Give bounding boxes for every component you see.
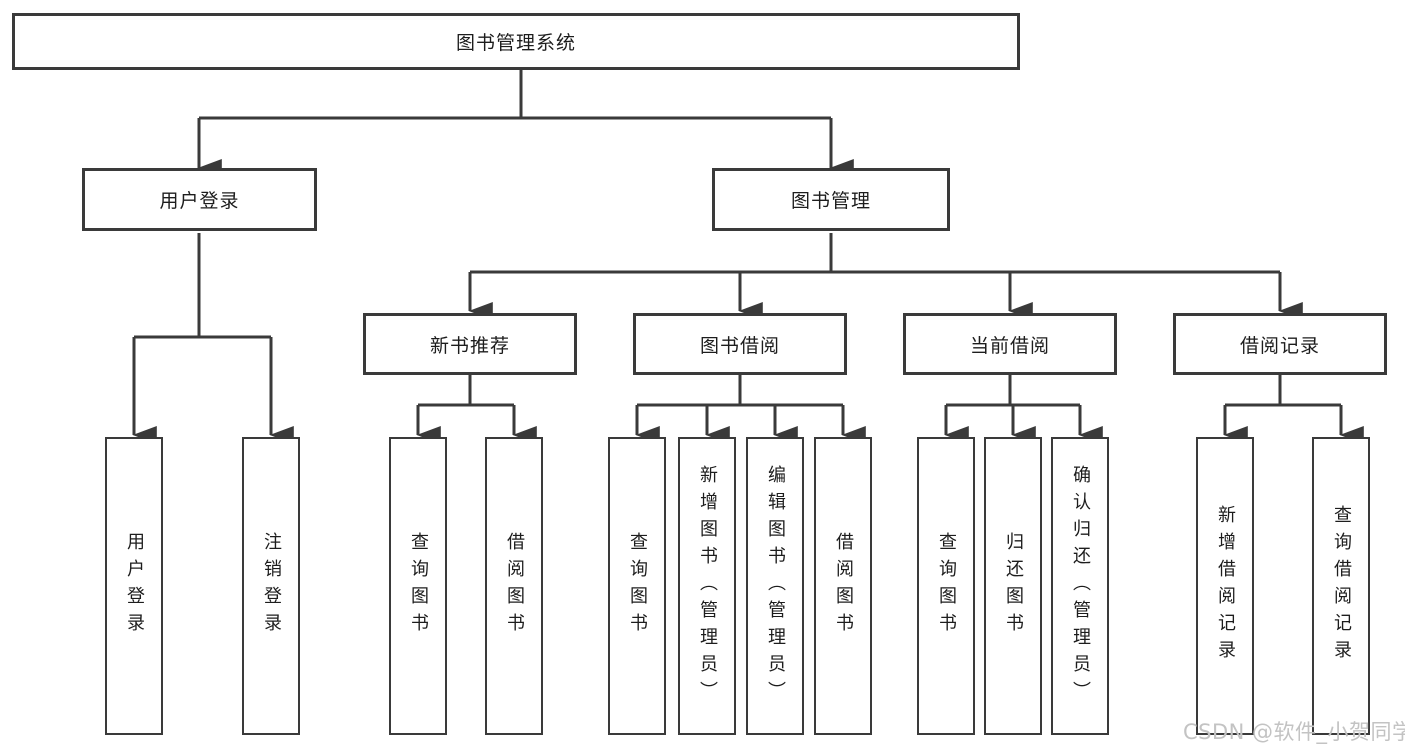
node-label: 查询图书: [408, 532, 429, 640]
node-label: 新增借阅记录: [1215, 505, 1236, 667]
node-label: 当前借阅: [969, 334, 1050, 357]
leaf-query-books-current: 查询图书: [917, 437, 975, 735]
leaf-user-login: 用户登录: [105, 437, 163, 735]
node-label: 归还图书: [1003, 532, 1024, 640]
node-label: 图书借阅: [699, 334, 780, 357]
node-book-borrow: 图书借阅: [633, 313, 847, 375]
leaf-add-books-admin: 新增图书（管理员）: [678, 437, 736, 735]
node-label: 查询借阅记录: [1331, 505, 1352, 667]
node-label: 查询图书: [936, 532, 957, 640]
leaf-confirm-return-admin: 确认归还（管理员）: [1051, 437, 1109, 735]
leaf-return-books: 归还图书: [984, 437, 1042, 735]
leaf-edit-books-admin: 编辑图书（管理员）: [746, 437, 804, 735]
node-new-book-recommend: 新书推荐: [363, 313, 577, 375]
node-book-management: 图书管理: [712, 168, 950, 231]
node-label: 图书管理: [790, 190, 871, 212]
leaf-query-borrow-record: 查询借阅记录: [1312, 437, 1370, 735]
node-label: 确认归还（管理员）: [1070, 464, 1091, 708]
leaf-borrow-books: 借阅图书: [814, 437, 872, 735]
leaf-query-books-borrow: 查询图书: [608, 437, 666, 735]
node-library-management-system: 图书管理系统: [12, 13, 1020, 70]
node-label: 编辑图书（管理员）: [765, 464, 786, 708]
node-label: 查询图书: [627, 532, 648, 640]
leaf-add-borrow-record: 新增借阅记录: [1196, 437, 1254, 735]
node-label: 新增图书（管理员）: [697, 464, 718, 708]
node-label: 用户登录: [159, 190, 240, 212]
leaf-borrow-books-recommend: 借阅图书: [485, 437, 543, 735]
leaf-logout: 注销登录: [242, 437, 300, 735]
node-current-borrow: 当前借阅: [903, 313, 1117, 375]
node-label: 借阅图书: [833, 532, 854, 640]
node-label: 借阅图书: [504, 532, 525, 640]
node-label: 图书管理系统: [455, 32, 576, 54]
leaf-query-books-recommend: 查询图书: [389, 437, 447, 735]
node-label: 借阅记录: [1239, 334, 1320, 357]
node-user-login-branch: 用户登录: [82, 168, 317, 231]
csdn-watermark: CSDN @软件_小贺同学: [1183, 720, 1405, 744]
node-borrow-records: 借阅记录: [1173, 313, 1387, 375]
node-label: 用户登录: [124, 532, 145, 640]
node-label: 注销登录: [261, 532, 282, 640]
node-label: 新书推荐: [429, 334, 510, 357]
